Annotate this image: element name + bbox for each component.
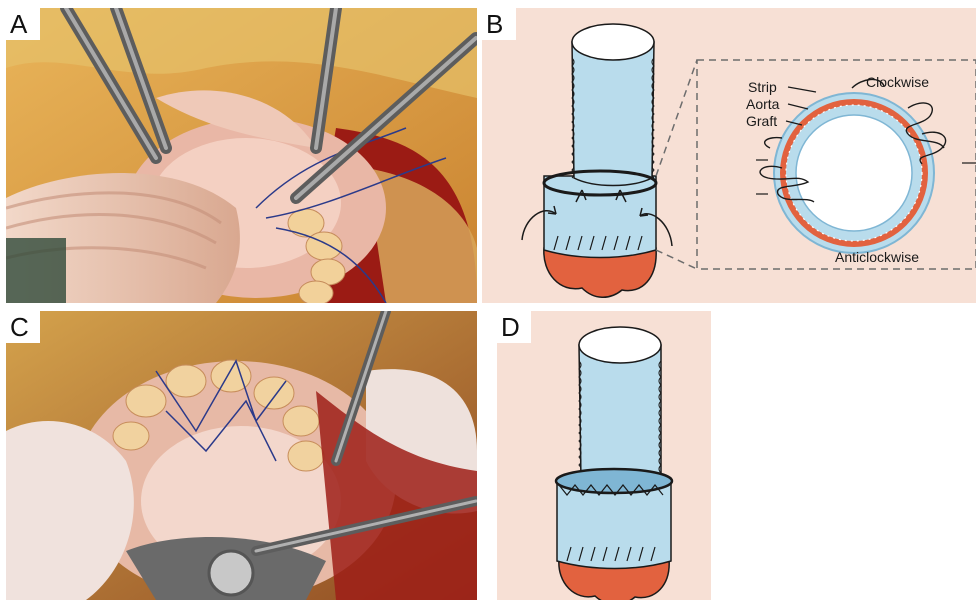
label-anticlockwise: Anticlockwise — [835, 249, 919, 265]
graft-opening — [572, 24, 654, 60]
label-clockwise: Clockwise — [866, 74, 929, 90]
strip-ring — [556, 469, 672, 493]
label-strip: Strip — [748, 79, 777, 95]
panel-c-letter: C — [6, 311, 40, 343]
vascular-graft — [579, 345, 661, 489]
panel-a-surgical-photo: A — [6, 8, 477, 303]
panel-c-surgical-photo: C — [6, 311, 477, 600]
schematic-b: Clockwise Anticlockwise Strip Aorta Graf… — [482, 8, 976, 303]
vascular-graft — [572, 42, 654, 186]
panel-d-letter: D — [497, 311, 531, 343]
graft-opening — [579, 327, 661, 363]
surgical-photo-c — [6, 311, 477, 600]
panel-b-schematic: Clockwise Anticlockwise Strip Aorta Graf… — [482, 8, 976, 303]
schematic-d — [497, 311, 711, 600]
inset-cross-section — [774, 93, 934, 253]
panel-d-schematic: D — [497, 311, 711, 600]
panel-b-letter: B — [482, 8, 516, 40]
label-graft: Graft — [746, 113, 777, 129]
surgical-photo-a — [6, 8, 477, 303]
panel-a-letter: A — [6, 8, 40, 40]
label-aorta: Aorta — [746, 96, 780, 112]
